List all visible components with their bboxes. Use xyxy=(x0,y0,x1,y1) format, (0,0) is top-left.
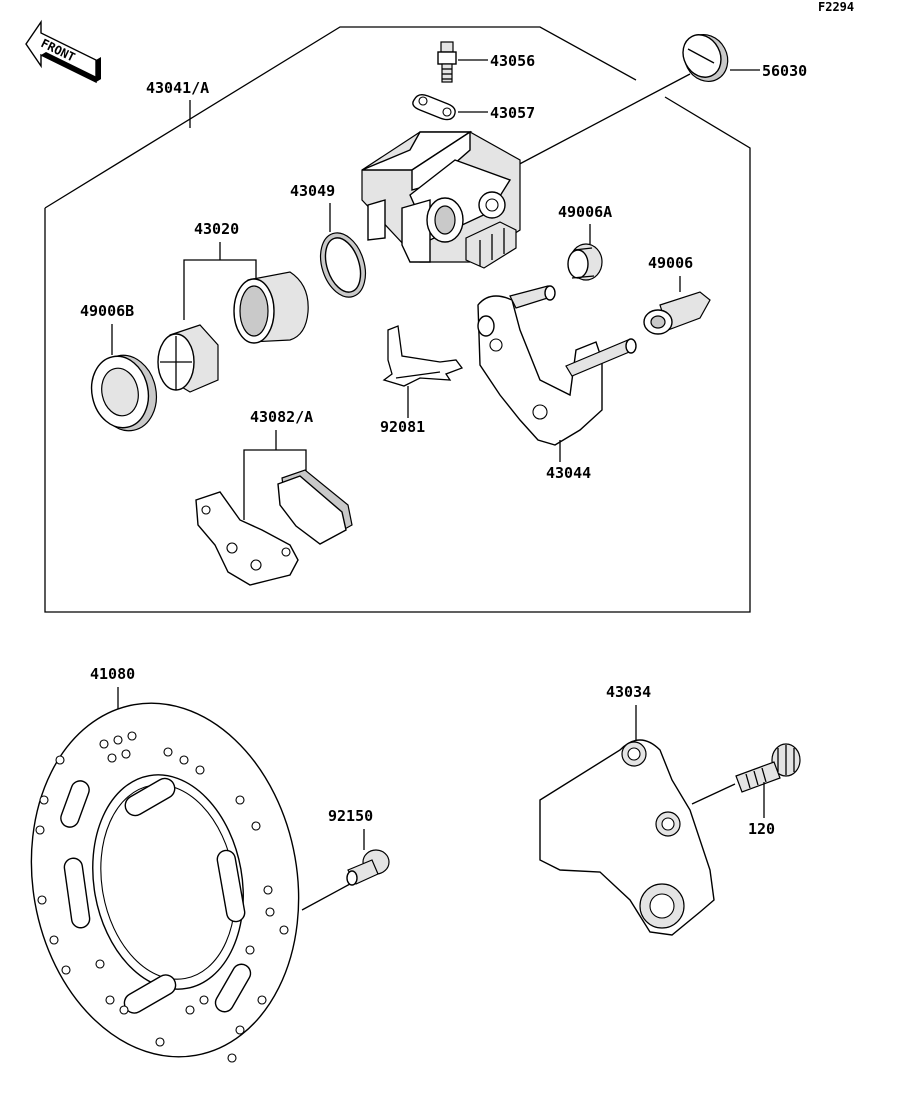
dust-seal-49006b xyxy=(90,354,157,432)
brake-disc-41080 xyxy=(30,702,300,1063)
pin-boot-49006 xyxy=(643,291,711,335)
cap-56030 xyxy=(682,34,729,82)
label-49006b: 49006B xyxy=(80,302,134,320)
holder-bolt-120 xyxy=(735,743,801,793)
caliper-assembly-outline-right xyxy=(44,96,751,613)
boot-49006a xyxy=(567,243,603,281)
label-92150: 92150 xyxy=(328,807,373,825)
label-92081: 92081 xyxy=(380,418,425,436)
label-43056: 43056 xyxy=(490,52,535,70)
caliper-bracket-43044 xyxy=(477,285,637,446)
label-43041-a: 43041/A xyxy=(146,79,209,97)
label-41080: 41080 xyxy=(90,665,135,683)
disc-bolt-92150 xyxy=(346,849,390,886)
label-49006: 49006 xyxy=(648,254,693,272)
diagram-code: F2294 xyxy=(818,0,854,14)
bleeder-cap-43057 xyxy=(412,93,456,121)
brake-pad-backing-plate xyxy=(195,491,299,586)
caliper-assembly-outline xyxy=(44,26,637,209)
bleeder-valve-43056 xyxy=(437,41,457,83)
label-120: 120 xyxy=(748,820,775,838)
brake-pad-43082 xyxy=(277,469,353,545)
label-43049: 43049 xyxy=(290,182,335,200)
front-arrow-icon: FRONT xyxy=(25,19,101,84)
label-56030: 56030 xyxy=(762,62,807,80)
label-43057: 43057 xyxy=(490,104,535,122)
label-49006a: 49006A xyxy=(558,203,612,221)
label-43020: 43020 xyxy=(194,220,239,238)
piston-43020 xyxy=(233,271,309,344)
caliper-body xyxy=(361,130,521,269)
piston-insulator xyxy=(157,324,219,393)
label-43034: 43034 xyxy=(606,683,651,701)
caliper-holder-43034 xyxy=(539,739,715,936)
pad-spring-92081 xyxy=(382,325,464,387)
piston-seal-43049 xyxy=(319,232,367,298)
label-43082-a: 43082/A xyxy=(250,408,313,426)
label-43044: 43044 xyxy=(546,464,591,482)
